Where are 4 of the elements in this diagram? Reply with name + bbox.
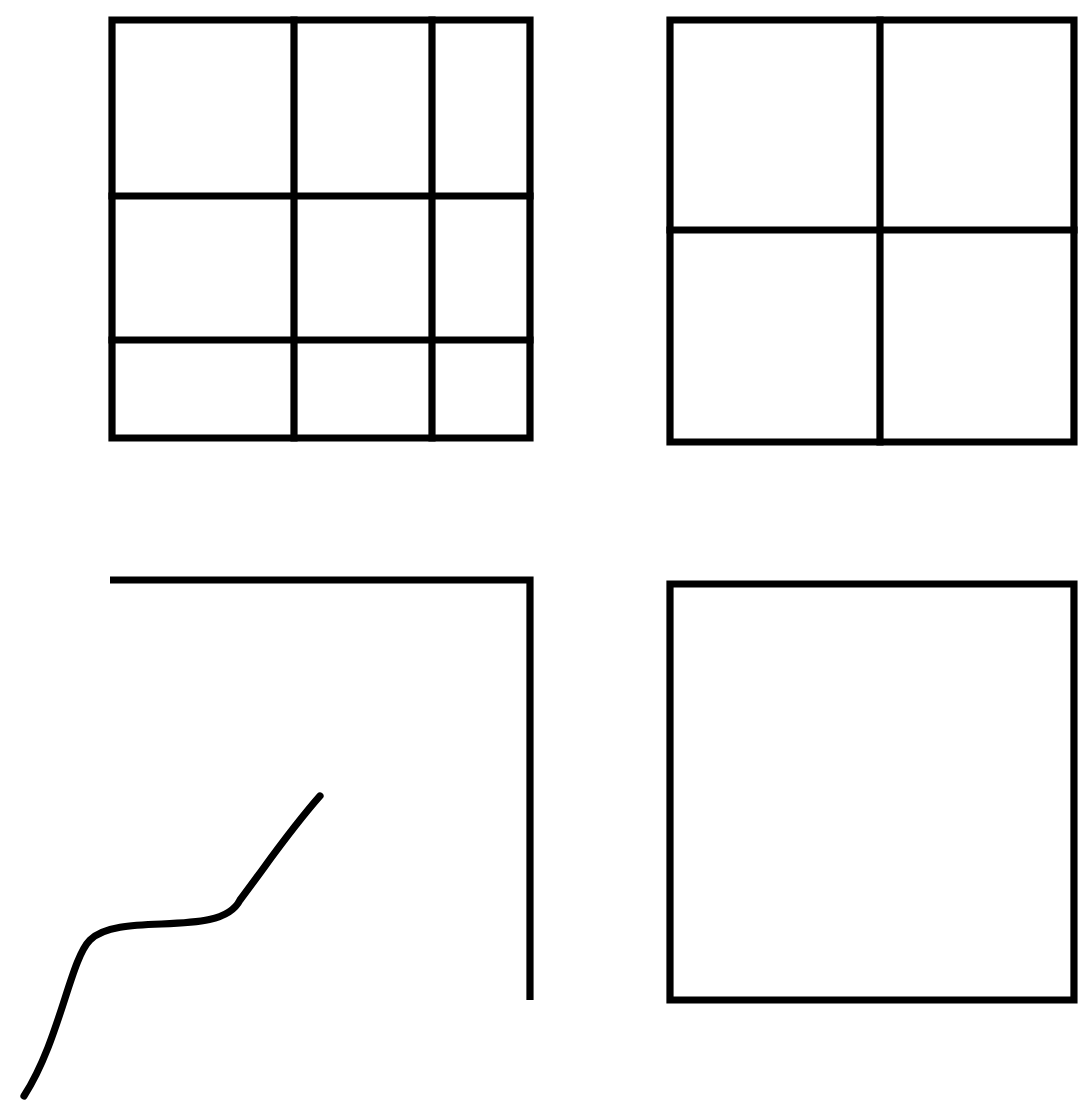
corner-line-drawing xyxy=(110,576,534,1000)
grid-drawing xyxy=(108,16,534,442)
grid-drawing xyxy=(666,16,1078,446)
square-outline xyxy=(666,580,1078,1004)
